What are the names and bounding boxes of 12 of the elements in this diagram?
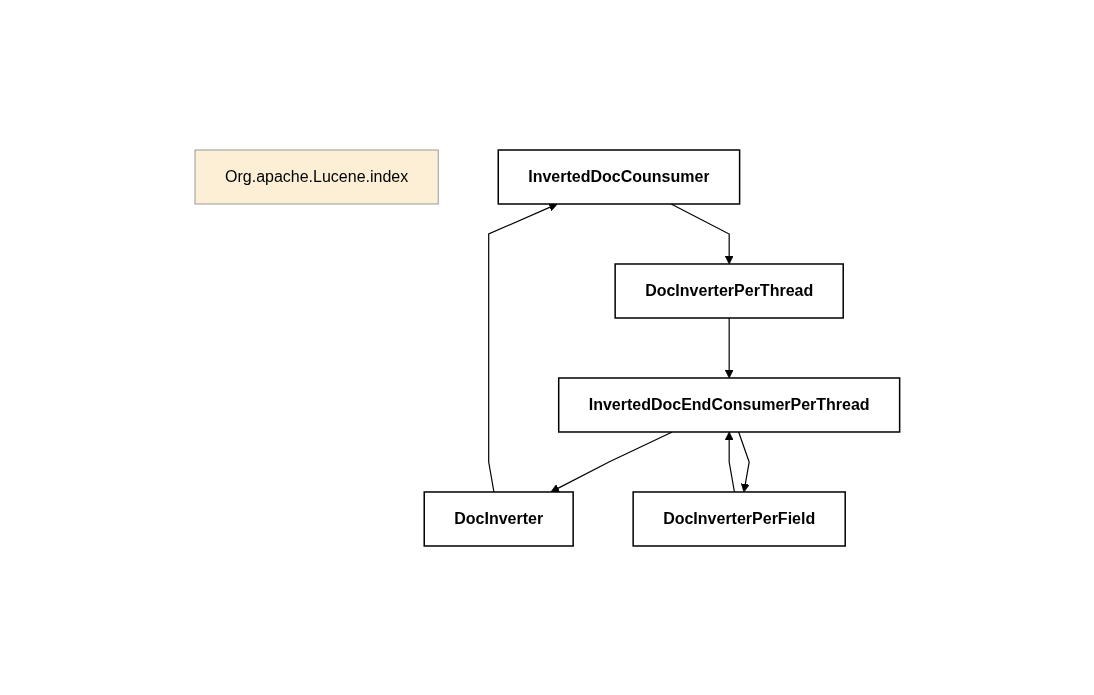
arrow (487, 202, 558, 493)
node-box: DocInverterPerThread (614, 262, 844, 319)
arrow (724, 316, 734, 378)
node-box: DocInverter (423, 490, 574, 547)
node-box: DocInverterPerField (632, 490, 846, 547)
node-box: Org.apache.Lucene.index (194, 149, 439, 204)
node-box: InvertedDocCounsumer (497, 148, 741, 205)
arrow (550, 430, 673, 492)
node-box: InvertedDocEndConsumerPerThread (557, 376, 901, 433)
arrow (737, 430, 750, 492)
arrow (724, 431, 735, 493)
arrow (670, 202, 734, 264)
